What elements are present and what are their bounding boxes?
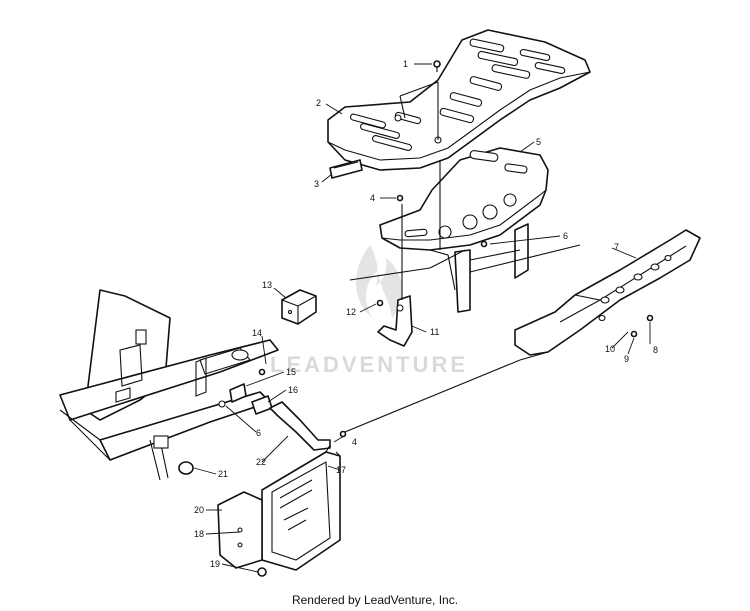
part-bolt-1 xyxy=(433,60,441,72)
part-rear-panel xyxy=(261,444,341,571)
assembly-lines xyxy=(339,81,581,435)
callout-7: 7 xyxy=(614,242,619,252)
callout-18: 18 xyxy=(194,529,204,539)
part-frame xyxy=(59,289,279,481)
watermark-text: LEADVENTURE xyxy=(270,352,468,377)
part-rack-upper xyxy=(327,29,591,171)
callout-4-lower: 4 xyxy=(352,437,357,447)
callout-4: 4 xyxy=(370,193,375,203)
leader-lines xyxy=(193,63,651,573)
callout-20: 20 xyxy=(194,505,204,515)
watermark: LEADVENTURE xyxy=(270,245,468,377)
part-mud-flap xyxy=(217,491,267,577)
callout-12: 12 xyxy=(346,307,356,317)
callout-labels: 1 2 3 4 5 6 7 8 9 10 11 12 13 14 15 16 1… xyxy=(194,59,658,569)
part-reflector xyxy=(329,159,363,179)
callout-19: 19 xyxy=(210,559,220,569)
part-grommet xyxy=(178,461,194,475)
footer-credit: Rendered by LeadVenture, Inc. xyxy=(292,593,458,607)
callout-1: 1 xyxy=(403,59,408,69)
callout-9: 9 xyxy=(624,354,629,364)
callout-22: 22 xyxy=(256,457,266,467)
callout-21: 21 xyxy=(218,469,228,479)
callout-8: 8 xyxy=(653,345,658,355)
callout-10: 10 xyxy=(605,344,615,354)
fasteners xyxy=(258,194,654,438)
callout-3: 3 xyxy=(314,179,319,189)
callout-16: 16 xyxy=(288,385,298,395)
callout-5: 5 xyxy=(536,137,541,147)
callout-2: 2 xyxy=(316,98,321,108)
callout-6: 6 xyxy=(563,231,568,241)
part-rear-bumper xyxy=(514,229,701,356)
callout-11: 11 xyxy=(430,327,439,337)
part-strap xyxy=(269,401,331,451)
part-bracket-11 xyxy=(377,295,413,347)
callout-17: 17 xyxy=(336,465,346,475)
part-rack-lower xyxy=(379,147,549,313)
part-taillight xyxy=(281,289,317,325)
callout-14: 14 xyxy=(252,328,262,338)
callout-13: 13 xyxy=(262,280,272,290)
callout-15: 15 xyxy=(286,367,296,377)
callout-6-lower: 6 xyxy=(256,428,261,438)
